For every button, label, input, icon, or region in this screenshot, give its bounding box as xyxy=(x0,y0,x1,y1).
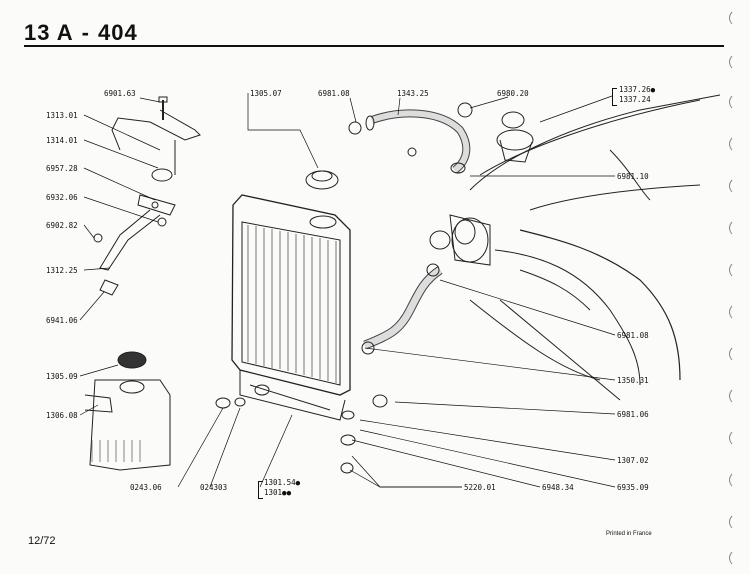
bracket xyxy=(258,481,263,499)
part-label: 6901.63 xyxy=(104,89,136,98)
part-label: 5220.01 xyxy=(464,483,496,492)
binder-holes xyxy=(729,11,733,565)
part-label: 1314.01 xyxy=(46,136,78,145)
part-label: 1305.09 xyxy=(46,372,78,381)
part-label: 1301.54● xyxy=(264,478,301,487)
page-header: 13 A-404 xyxy=(24,20,138,46)
bracket xyxy=(612,88,617,106)
part-label: 6957.28 xyxy=(46,164,78,173)
part-label: 6902.82 xyxy=(46,221,78,230)
part-label: 1343.25 xyxy=(397,89,429,98)
header-separator: - xyxy=(81,20,90,45)
part-label: 1337.24 xyxy=(619,95,651,104)
part-label: 1313.01 xyxy=(46,111,78,120)
part-label: 1312.25 xyxy=(46,266,78,275)
page-number: 12/72 xyxy=(28,535,56,547)
part-label: 6981.08 xyxy=(318,89,350,98)
part-label: 6981.06 xyxy=(617,410,649,419)
part-label: 6948.34 xyxy=(542,483,574,492)
part-label: 024303 xyxy=(200,483,228,492)
part-label: 1350.31 xyxy=(617,376,649,385)
part-label: 6981.10 xyxy=(617,172,649,181)
part-label: 6932.06 xyxy=(46,193,78,202)
part-label: 6935.09 xyxy=(617,483,649,492)
header-rule xyxy=(24,45,724,47)
printed-note: Printed in France xyxy=(606,531,652,537)
part-label: 6941.06 xyxy=(46,316,78,325)
part-label: 6980.20 xyxy=(497,89,529,98)
part-label: 0243.06 xyxy=(130,483,162,492)
model-number: 404 xyxy=(97,20,138,45)
part-label: 1337.26● xyxy=(619,85,656,94)
part-label: 1301●● xyxy=(264,488,292,497)
section-code: 13 A xyxy=(24,20,74,45)
part-label: 1307.02 xyxy=(617,456,649,465)
part-label: 1306.08 xyxy=(46,411,78,420)
part-label: 1305.07 xyxy=(250,89,282,98)
part-label: 6981.08 xyxy=(617,331,649,340)
